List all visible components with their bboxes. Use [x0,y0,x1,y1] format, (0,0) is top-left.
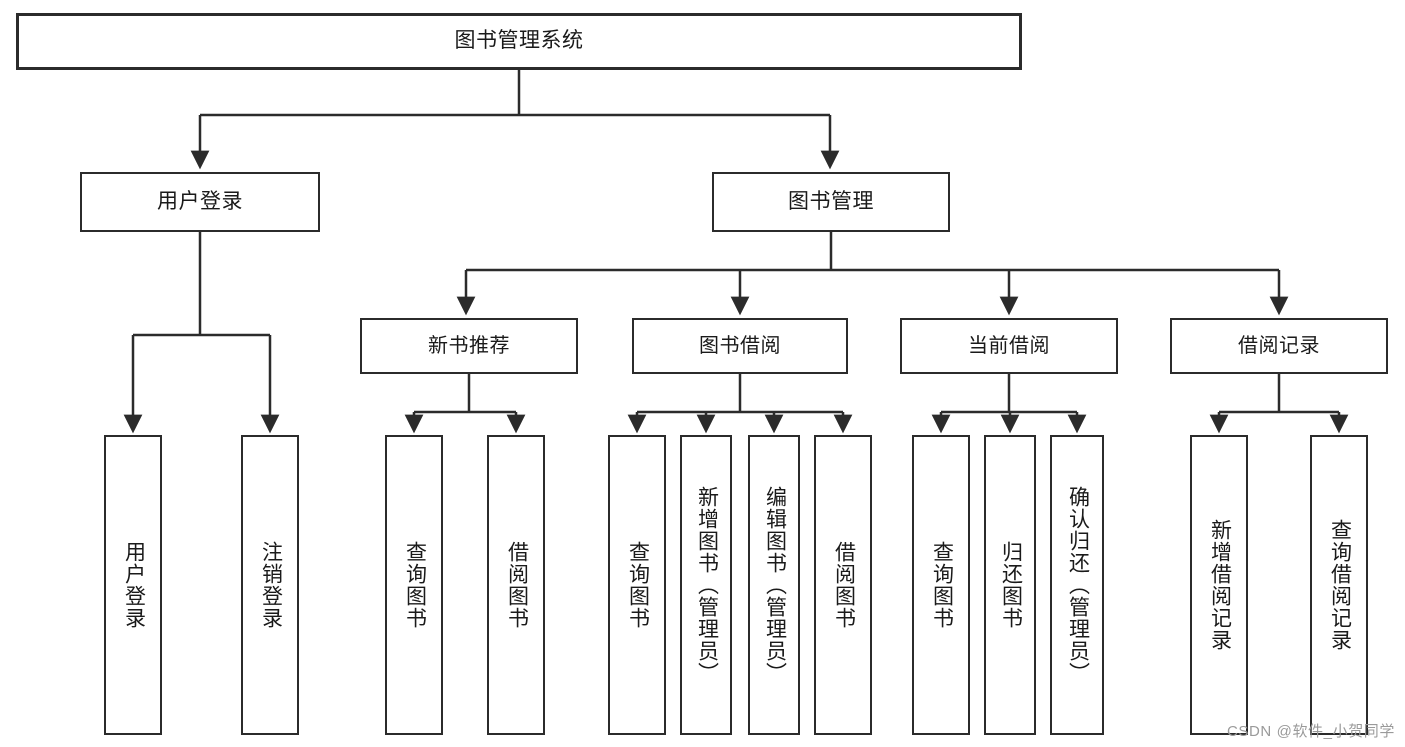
node-leaf-user-login-label: 用户登录 [122,541,146,629]
node-leaf-query-record[interactable]: 查询借阅记录 [1310,435,1368,735]
node-book-borrow[interactable]: 图书借阅 [632,318,848,374]
node-leaf-user-logout-label: 注销登录 [259,541,283,629]
node-leaf-confirm-return-label: 确认归还（管理员） [1066,486,1090,684]
node-leaf-query-book-3-label: 查询图书 [930,541,954,629]
node-root[interactable]: 图书管理系统 [16,13,1022,70]
node-leaf-query-book-1[interactable]: 查询图书 [385,435,443,735]
node-current-borrow-label: 当前借阅 [968,334,1050,357]
node-leaf-add-book-label: 新增图书（管理员） [695,486,719,684]
node-leaf-query-book-1-label: 查询图书 [403,541,427,629]
node-user-login-label: 用户登录 [157,189,243,213]
node-leaf-edit-book[interactable]: 编辑图书（管理员） [748,435,800,735]
node-leaf-add-book[interactable]: 新增图书（管理员） [680,435,732,735]
node-root-label: 图书管理系统 [454,29,584,53]
node-current-borrow[interactable]: 当前借阅 [900,318,1118,374]
node-leaf-query-book-3[interactable]: 查询图书 [912,435,970,735]
node-leaf-user-logout[interactable]: 注销登录 [241,435,299,735]
node-leaf-borrow-book-1-label: 借阅图书 [505,541,529,629]
node-leaf-query-book-2-label: 查询图书 [626,541,650,629]
node-leaf-query-book-2[interactable]: 查询图书 [608,435,666,735]
node-leaf-user-login[interactable]: 用户登录 [104,435,162,735]
node-leaf-add-record[interactable]: 新增借阅记录 [1190,435,1248,735]
node-leaf-query-record-label: 查询借阅记录 [1328,519,1352,651]
node-user-login[interactable]: 用户登录 [80,172,320,232]
node-leaf-borrow-book-1[interactable]: 借阅图书 [487,435,545,735]
node-leaf-borrow-book-2-label: 借阅图书 [832,541,856,629]
node-leaf-return-book[interactable]: 归还图书 [984,435,1036,735]
node-leaf-add-record-label: 新增借阅记录 [1208,519,1232,651]
node-new-book-recommend[interactable]: 新书推荐 [360,318,578,374]
node-leaf-borrow-book-2[interactable]: 借阅图书 [814,435,872,735]
node-leaf-edit-book-label: 编辑图书（管理员） [763,486,787,684]
node-leaf-confirm-return[interactable]: 确认归还（管理员） [1050,435,1104,735]
node-borrow-record-label: 借阅记录 [1238,334,1320,357]
node-new-book-recommend-label: 新书推荐 [428,334,510,357]
node-borrow-record[interactable]: 借阅记录 [1170,318,1388,374]
node-book-manage[interactable]: 图书管理 [712,172,950,232]
node-leaf-return-book-label: 归还图书 [999,541,1023,629]
csdn-watermark: CSDN @软件_小贺同学 [1226,723,1395,740]
node-book-manage-label: 图书管理 [788,189,874,213]
node-book-borrow-label: 图书借阅 [699,334,781,357]
